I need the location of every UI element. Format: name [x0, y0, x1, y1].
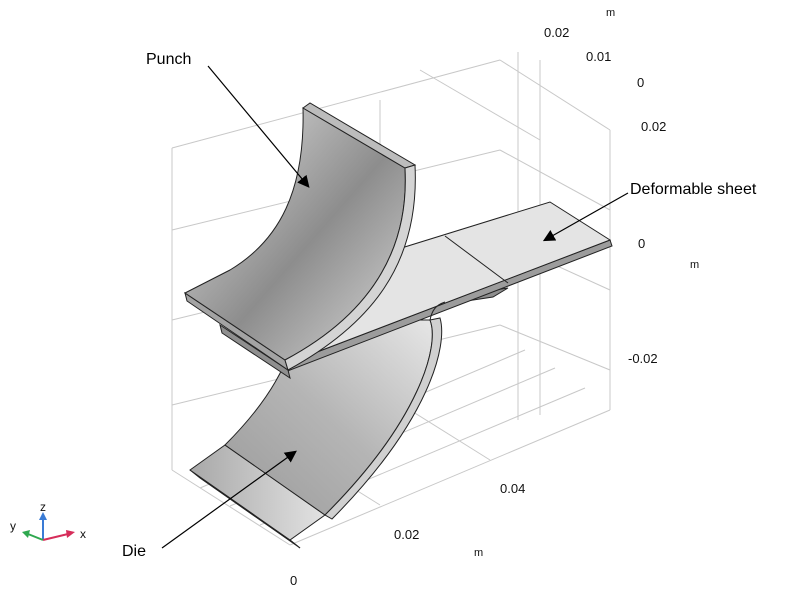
top-tick-b: 0.01	[586, 49, 611, 64]
triad-z-label: z	[40, 500, 46, 514]
top-tick-c: 0	[637, 75, 644, 90]
die-body[interactable]	[189, 317, 443, 549]
sheet-callout: Deformable sheet	[542, 181, 757, 242]
die-callout: Die	[122, 450, 297, 560]
bottom-tick-c: 0	[290, 573, 297, 588]
top-tick-a: 0.02	[544, 25, 569, 40]
bottom-tick-a: 0.04	[500, 481, 525, 496]
top-unit: m	[606, 7, 615, 19]
punch-body[interactable]	[184, 102, 417, 380]
deformable-sheet[interactable]	[282, 201, 613, 373]
right-tick-c: -0.02	[628, 351, 658, 366]
right-tick-a: 0.02	[641, 119, 666, 134]
triad-x-label: x	[80, 527, 86, 541]
axis-ticks: m 0.02 0.01 0 0.02 0 m -0.02 0.04 0.02 m…	[290, 7, 699, 588]
bottom-tick-b: 0.02	[394, 527, 419, 542]
axis-triad: z x y	[10, 500, 86, 541]
punch-callout: Punch	[146, 51, 310, 188]
triad-y-label: y	[10, 519, 16, 533]
die-label: Die	[122, 543, 146, 560]
right-tick-b: 0	[638, 236, 645, 251]
sheet-label: Deformable sheet	[630, 181, 757, 198]
right-unit: m	[690, 259, 699, 271]
bottom-unit: m	[474, 547, 483, 559]
punch-label: Punch	[146, 51, 191, 68]
